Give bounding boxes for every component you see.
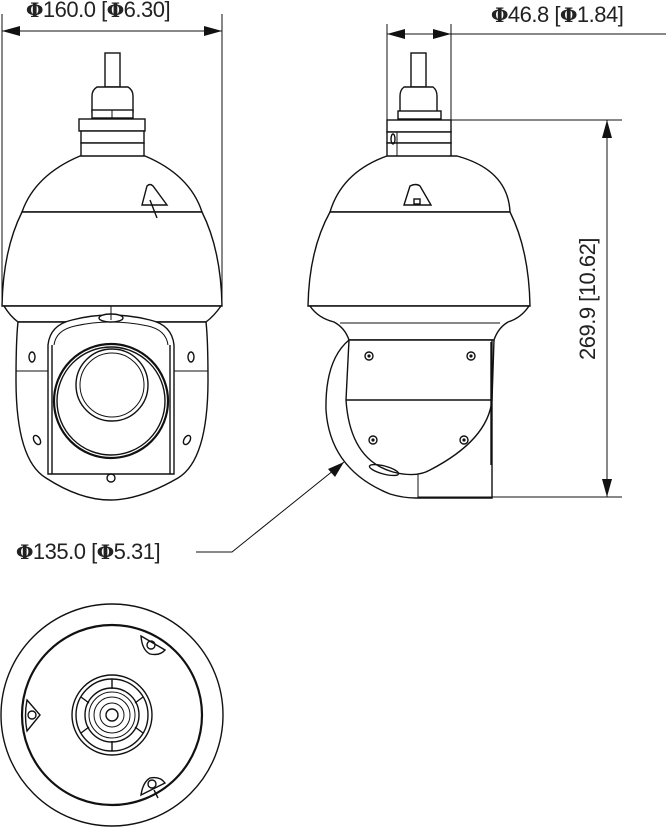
cable	[410, 52, 427, 88]
arrow-right-icon	[433, 29, 451, 39]
cable-gland	[91, 86, 134, 113]
dimension-mount-diameter	[386, 24, 666, 120]
screw-icon	[368, 435, 378, 445]
arrow-down-icon	[602, 479, 612, 497]
outer-rim	[0, 603, 224, 827]
cable-gland	[399, 86, 438, 113]
latch-icon	[141, 183, 169, 206]
side-view	[307, 52, 531, 499]
label-housing-diameter: Φ160.0 [Φ6.30]	[26, 0, 171, 22]
screw-hole-icon	[187, 351, 195, 363]
label-head-diameter: Φ135.0 [Φ5.31]	[16, 539, 161, 564]
latch-icon	[24, 698, 41, 733]
bottom-view	[0, 603, 224, 827]
latch-icon	[140, 776, 167, 799]
label-height: 269.9 [10.62]	[575, 238, 600, 360]
screw-hole-icon	[28, 351, 36, 363]
cable-port	[105, 708, 119, 722]
latch-icon	[403, 183, 433, 206]
arrow-left-icon	[2, 26, 20, 36]
dome-top	[21, 155, 203, 213]
inner-rim	[20, 623, 204, 807]
lens-ring-outer	[52, 342, 170, 460]
mount-collar	[386, 119, 452, 133]
screw-icon	[364, 351, 374, 361]
latch-icon	[140, 634, 167, 656]
dimension-head-diameter	[196, 461, 345, 553]
screw-hole-icon	[32, 434, 42, 446]
label-mount-diameter: Φ46.8 [Φ1.84]	[491, 2, 624, 27]
dome-body	[307, 211, 531, 307]
screw-icon	[459, 435, 469, 445]
leader-arrow-icon	[328, 462, 344, 477]
dimension-housing-diameter	[1, 14, 223, 306]
screw-icon	[466, 351, 476, 361]
dimension-height	[418, 119, 622, 498]
screw-hole-icon	[182, 434, 192, 446]
camera-module	[47, 314, 175, 475]
cable	[104, 52, 121, 88]
dome-body	[1, 211, 223, 307]
lens-icon	[75, 348, 149, 422]
mount-collar	[78, 118, 146, 132]
front-view	[1, 52, 223, 501]
slot	[368, 463, 400, 477]
arrow-right-icon	[204, 26, 222, 36]
arrow-left-icon	[387, 29, 405, 39]
screw-hole-icon	[106, 473, 116, 483]
arrow-up-icon	[602, 120, 612, 138]
mount-ring-outer	[71, 674, 153, 756]
